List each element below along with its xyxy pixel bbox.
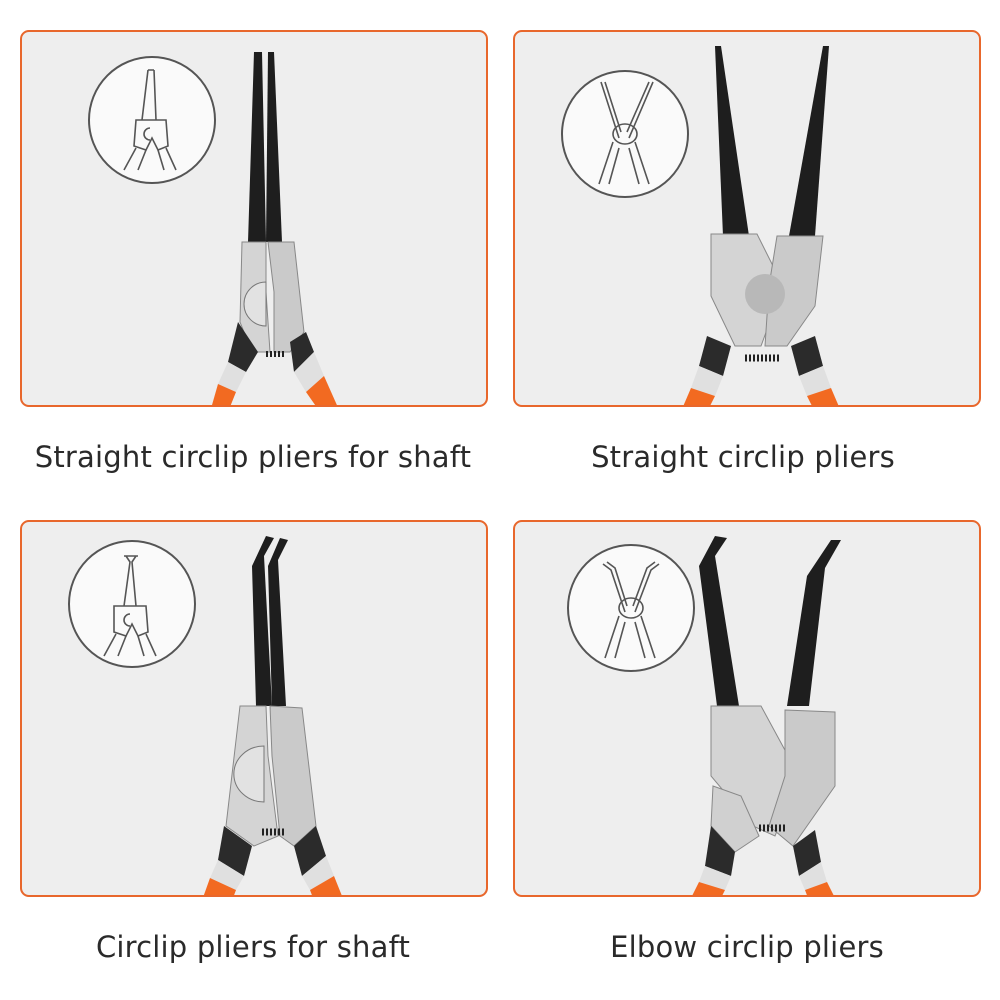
elbow-open-pliers-image: [675, 536, 875, 895]
straight-open-pliers-image: [665, 46, 855, 405]
product-panel-straight-shaft: [20, 30, 488, 407]
bent-open-pliers-diagram-icon: [567, 544, 695, 672]
caption-bent-shaft: Circlip pliers for shaft: [95, 930, 411, 964]
straight-closed-pliers-diagram-icon: [88, 56, 216, 184]
bent-closed-pliers-diagram-icon: [68, 540, 196, 668]
straight-open-pliers-diagram-icon: [561, 70, 689, 198]
product-panel-bent-shaft: [20, 520, 488, 897]
straight-closed-pliers-image: [182, 52, 342, 405]
product-panel-elbow: [513, 520, 981, 897]
caption-straight-shaft: Straight circlip pliers for shaft: [34, 440, 472, 474]
caption-elbow: Elbow circlip pliers: [610, 930, 884, 964]
caption-straight: Straight circlip pliers: [591, 440, 895, 474]
product-panel-straight: [513, 30, 981, 407]
bent-closed-pliers-image: [182, 536, 362, 895]
